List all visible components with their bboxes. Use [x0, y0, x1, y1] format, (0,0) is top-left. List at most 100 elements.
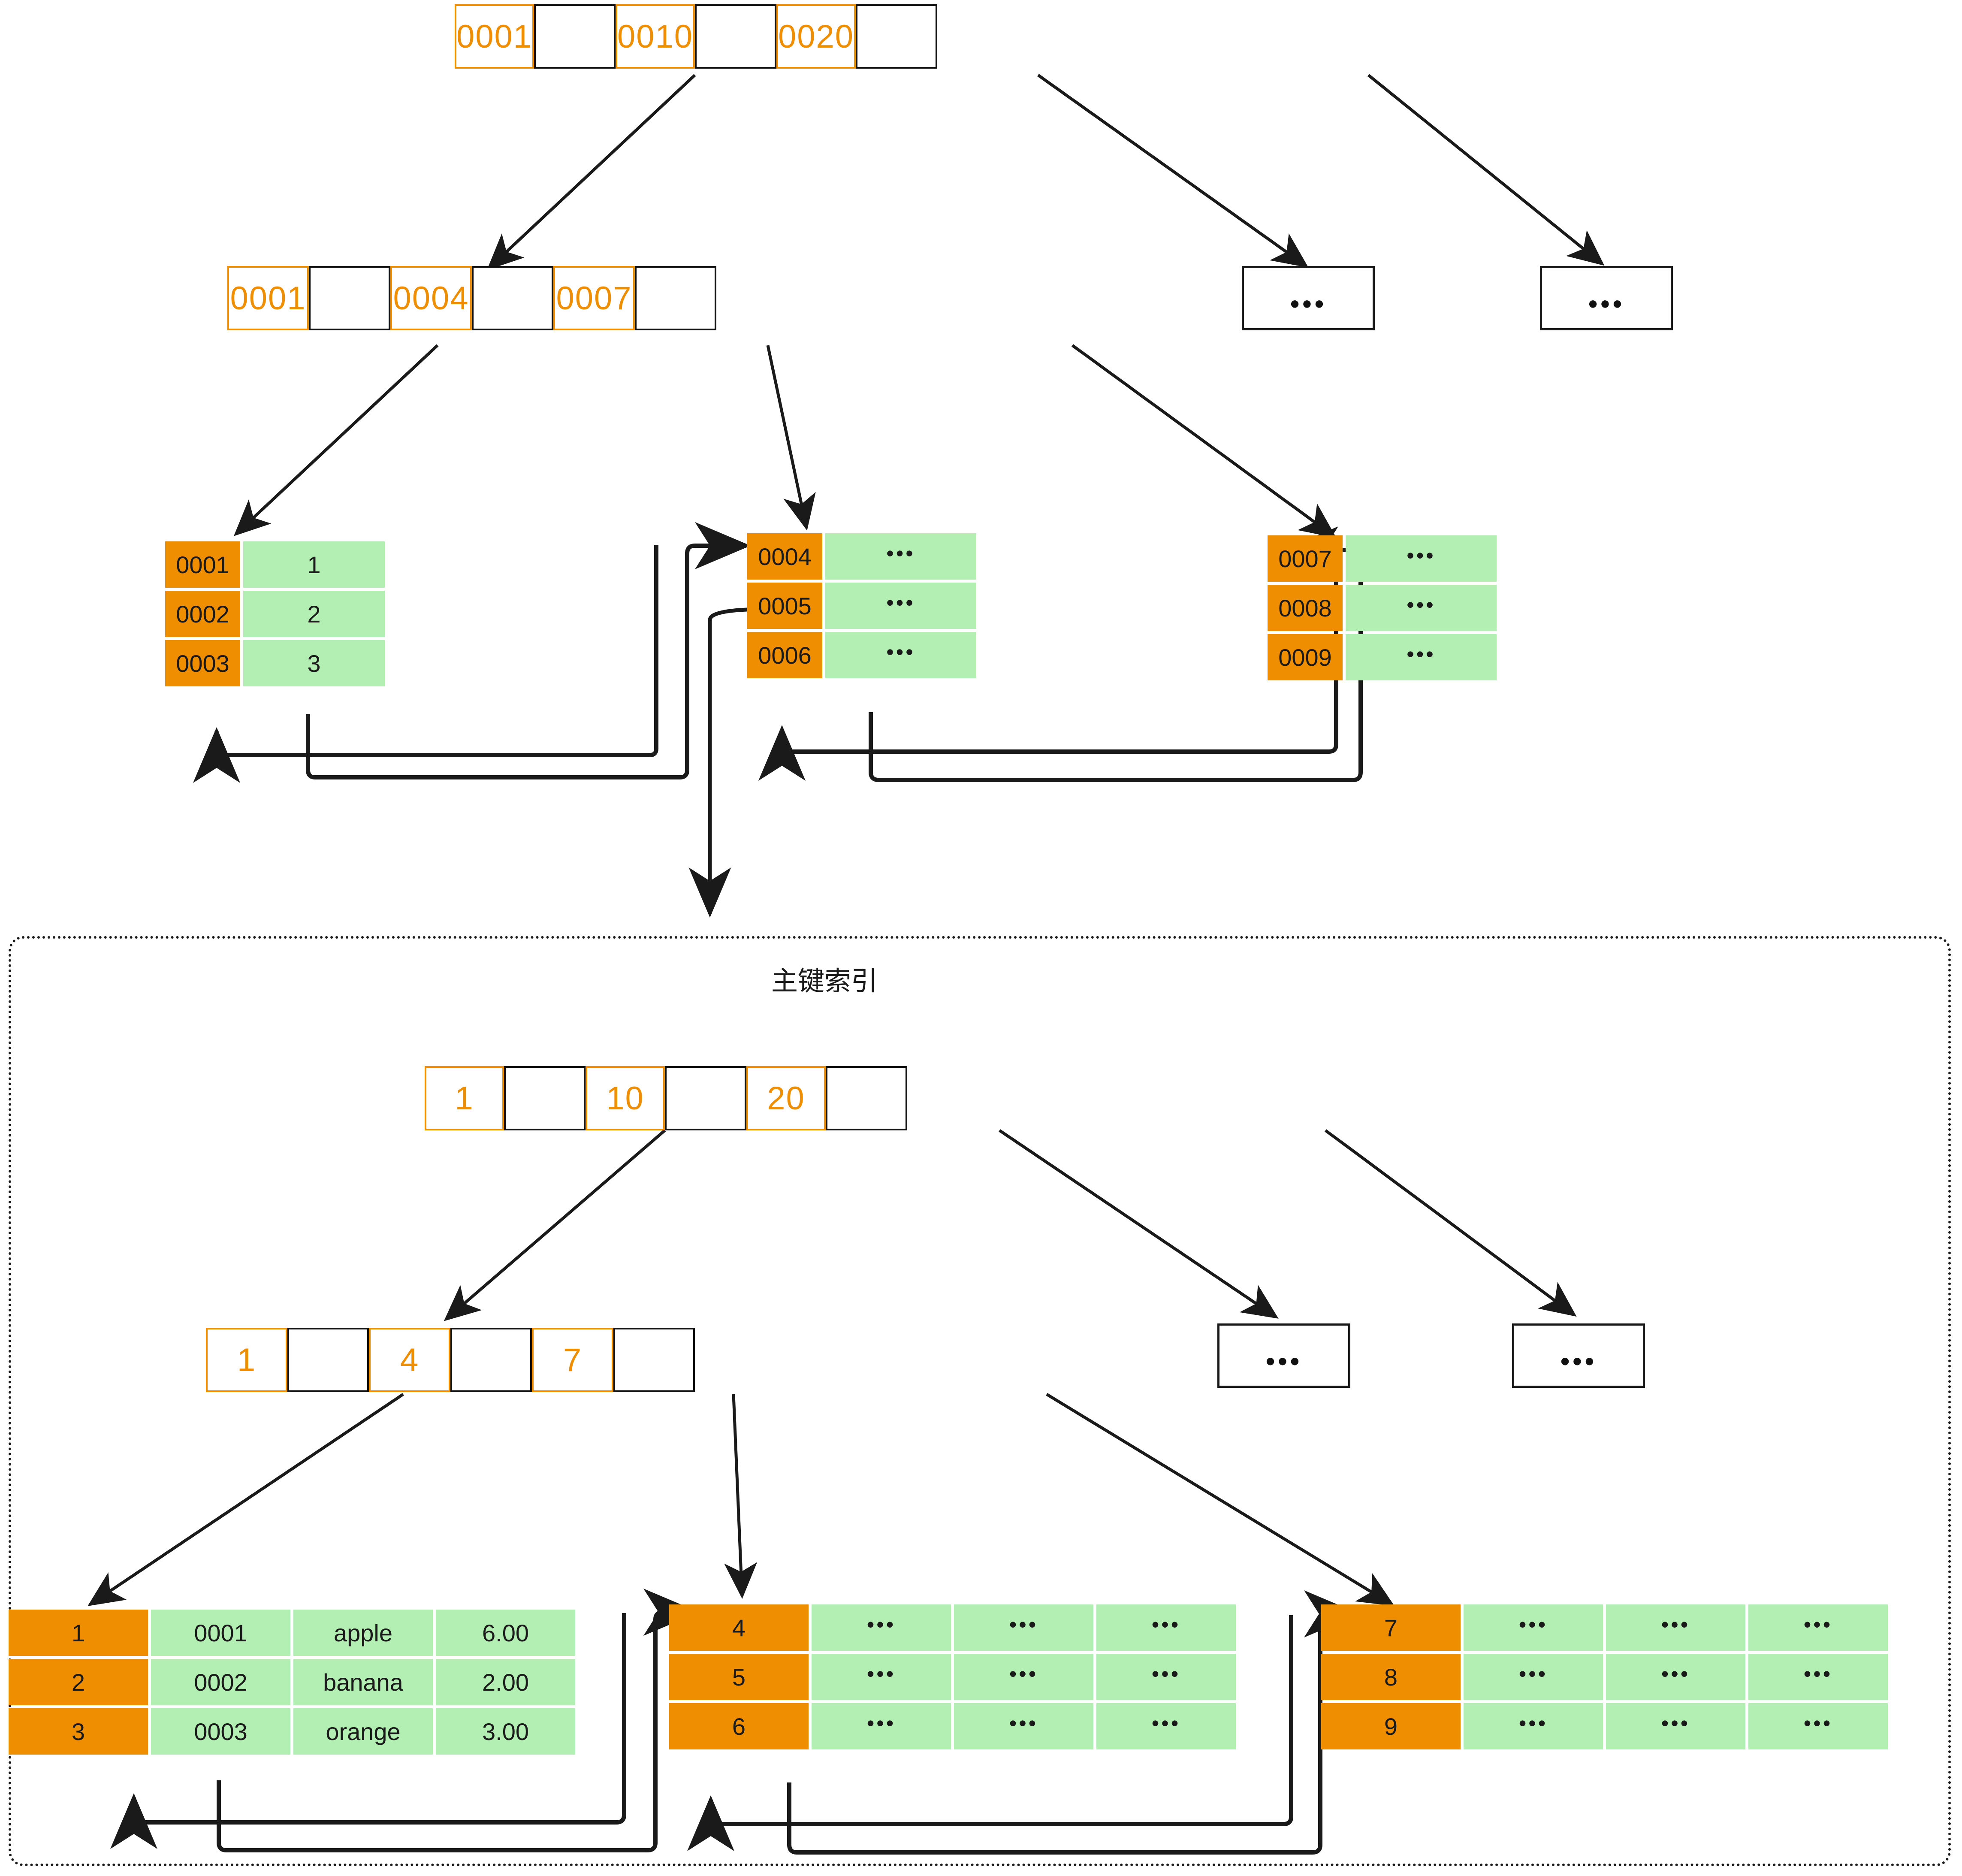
- leaf-value-cell: •••: [1464, 1703, 1603, 1749]
- edge-root-to-branch-1: [486, 74, 696, 270]
- leaf-value-cell: •••: [1748, 1654, 1888, 1700]
- leaf-value-cell: •••: [1748, 1703, 1888, 1749]
- secondary-leaf-0001-0003[interactable]: 0001 1 0002 2 0003 3: [165, 541, 385, 686]
- leaf-row[interactable]: 0002 2: [165, 591, 385, 637]
- primary-leaf-4-6[interactable]: 4 ••• ••• ••• 5 ••• ••• ••• 6 ••• ••• ••…: [669, 1604, 1236, 1749]
- node-key-cell[interactable]: 0007: [553, 266, 635, 330]
- leaf-value-cell: •••: [1464, 1604, 1603, 1651]
- leaf-value-cell: orange: [293, 1708, 433, 1755]
- leaf-value-cell: •••: [812, 1604, 951, 1651]
- leaf-value-cell: •••: [954, 1604, 1093, 1651]
- node-key-cell[interactable]: 0020: [776, 4, 856, 69]
- leaf-value-cell: •••: [1346, 585, 1497, 631]
- leaf-key-cell: 5: [669, 1654, 809, 1700]
- leaf-value-cell: 2.00: [436, 1659, 575, 1705]
- secondary-placeholder-node-1[interactable]: •••: [1242, 266, 1375, 330]
- edge-branch-to-leaf-1: [233, 344, 439, 536]
- primary-branch-node[interactable]: 1 4 7: [206, 1328, 695, 1392]
- node-pointer-cell[interactable]: [695, 4, 776, 69]
- node-key-cell[interactable]: 4: [369, 1328, 450, 1392]
- leaf-key-cell: 4: [669, 1604, 809, 1651]
- node-key-cell[interactable]: 0001: [455, 4, 534, 69]
- edge-branch-to-leaf-3: [1071, 344, 1337, 538]
- node-key-cell[interactable]: 10: [586, 1066, 665, 1130]
- secondary-branch-node[interactable]: 0001 0004 0007: [227, 266, 716, 330]
- leaf-value-cell: •••: [1346, 634, 1497, 680]
- primary-root-node[interactable]: 1 10 20: [425, 1066, 907, 1130]
- leaf-value-cell: 3: [243, 640, 385, 686]
- leaf-row[interactable]: 9 ••• ••• •••: [1321, 1703, 1888, 1749]
- leaf-row[interactable]: 6 ••• ••• •••: [669, 1703, 1236, 1749]
- edge-root-to-dots-1: [1037, 74, 1309, 268]
- leaf-row[interactable]: 0003 3: [165, 640, 385, 686]
- node-pointer-cell[interactable]: [504, 1066, 586, 1130]
- leaf-value-cell: banana: [293, 1659, 433, 1705]
- leaf-key-cell: 9: [1321, 1703, 1461, 1749]
- secondary-leaf-0007-0009[interactable]: 0007 ••• 0008 ••• 0009 •••: [1268, 535, 1497, 680]
- primary-leaf-7-9[interactable]: 7 ••• ••• ••• 8 ••• ••• ••• 9 ••• ••• ••…: [1321, 1604, 1888, 1749]
- leaf-value-cell: •••: [1346, 535, 1497, 582]
- leaf-key-cell: 0003: [165, 640, 240, 686]
- node-pointer-cell[interactable]: [856, 4, 937, 69]
- leaf-row[interactable]: 0009 •••: [1268, 634, 1497, 680]
- node-pointer-cell[interactable]: [613, 1328, 695, 1392]
- leaf-row[interactable]: 7 ••• ••• •••: [1321, 1604, 1888, 1651]
- leaf-value-cell: 1: [243, 541, 385, 588]
- leaf-value-cell: 0001: [151, 1610, 290, 1656]
- leaf-key-cell: 0005: [747, 583, 822, 629]
- leaf-value-cell: •••: [1096, 1703, 1236, 1749]
- leaf-key-cell: 6: [669, 1703, 809, 1749]
- node-key-cell[interactable]: 1: [425, 1066, 504, 1130]
- leaf-value-cell: •••: [812, 1654, 951, 1700]
- leaf-row[interactable]: 0007 •••: [1268, 535, 1497, 582]
- leaf-value-cell: •••: [954, 1654, 1093, 1700]
- leaf-key-cell: 0006: [747, 632, 822, 678]
- leaf-row[interactable]: 5 ••• ••• •••: [669, 1654, 1236, 1700]
- node-pointer-cell[interactable]: [450, 1328, 532, 1392]
- leaf-value-cell: 2: [243, 591, 385, 637]
- leaf-value-cell: 0002: [151, 1659, 290, 1705]
- leaf-row[interactable]: 8 ••• ••• •••: [1321, 1654, 1888, 1700]
- leaf-key-cell: 1: [9, 1610, 148, 1656]
- leaf-row[interactable]: 4 ••• ••• •••: [669, 1604, 1236, 1651]
- leaf-row[interactable]: 3 0003 orange 3.00: [9, 1708, 575, 1755]
- node-pointer-cell[interactable]: [826, 1066, 907, 1130]
- leaf-value-cell: •••: [1606, 1604, 1745, 1651]
- node-key-cell[interactable]: 0004: [390, 266, 472, 330]
- leaf-row[interactable]: 0008 •••: [1268, 585, 1497, 631]
- leaf-value-cell: •••: [1096, 1654, 1236, 1700]
- primary-placeholder-node-2[interactable]: •••: [1512, 1323, 1645, 1388]
- leaf-value-cell: •••: [812, 1703, 951, 1749]
- secondary-root-node[interactable]: 0001 0010 0020: [455, 4, 937, 69]
- primary-placeholder-node-1[interactable]: •••: [1217, 1323, 1350, 1388]
- leaf-key-cell: 3: [9, 1708, 148, 1755]
- leaf-key-cell: 0007: [1268, 535, 1343, 582]
- node-pointer-cell[interactable]: [534, 4, 616, 69]
- leaf-row[interactable]: 0004 •••: [747, 533, 976, 580]
- leaf-row[interactable]: 0001 1: [165, 541, 385, 588]
- node-key-cell[interactable]: 1: [206, 1328, 287, 1392]
- leaf-key-cell: 0009: [1268, 634, 1343, 680]
- node-key-cell[interactable]: 0010: [616, 4, 695, 69]
- leaf-key-cell: 0004: [747, 533, 822, 580]
- leaf-value-cell: •••: [1606, 1654, 1745, 1700]
- node-pointer-cell[interactable]: [309, 266, 390, 330]
- node-key-cell[interactable]: 7: [532, 1328, 613, 1392]
- leaf-row[interactable]: 0006 •••: [747, 632, 976, 678]
- node-key-cell[interactable]: 20: [746, 1066, 826, 1130]
- node-pointer-cell[interactable]: [472, 266, 553, 330]
- leaf-value-cell: •••: [1464, 1654, 1603, 1700]
- secondary-placeholder-node-2[interactable]: •••: [1540, 266, 1673, 330]
- node-pointer-cell[interactable]: [287, 1328, 369, 1392]
- leaf-key-cell: 2: [9, 1659, 148, 1705]
- node-pointer-cell[interactable]: [665, 1066, 746, 1130]
- secondary-leaf-0004-0006[interactable]: 0004 ••• 0005 ••• 0006 •••: [747, 533, 976, 678]
- leaf-value-cell: •••: [1096, 1604, 1236, 1651]
- leaf-row[interactable]: 1 0001 apple 6.00: [9, 1610, 575, 1656]
- leaf-row[interactable]: 2 0002 banana 2.00: [9, 1659, 575, 1705]
- node-pointer-cell[interactable]: [635, 266, 716, 330]
- primary-leaf-1-3[interactable]: 1 0001 apple 6.00 2 0002 banana 2.00 3 0…: [9, 1610, 575, 1755]
- node-key-cell[interactable]: 0001: [227, 266, 309, 330]
- leaf-key-cell: 7: [1321, 1604, 1461, 1651]
- leaf-row[interactable]: 0005 •••: [747, 583, 976, 629]
